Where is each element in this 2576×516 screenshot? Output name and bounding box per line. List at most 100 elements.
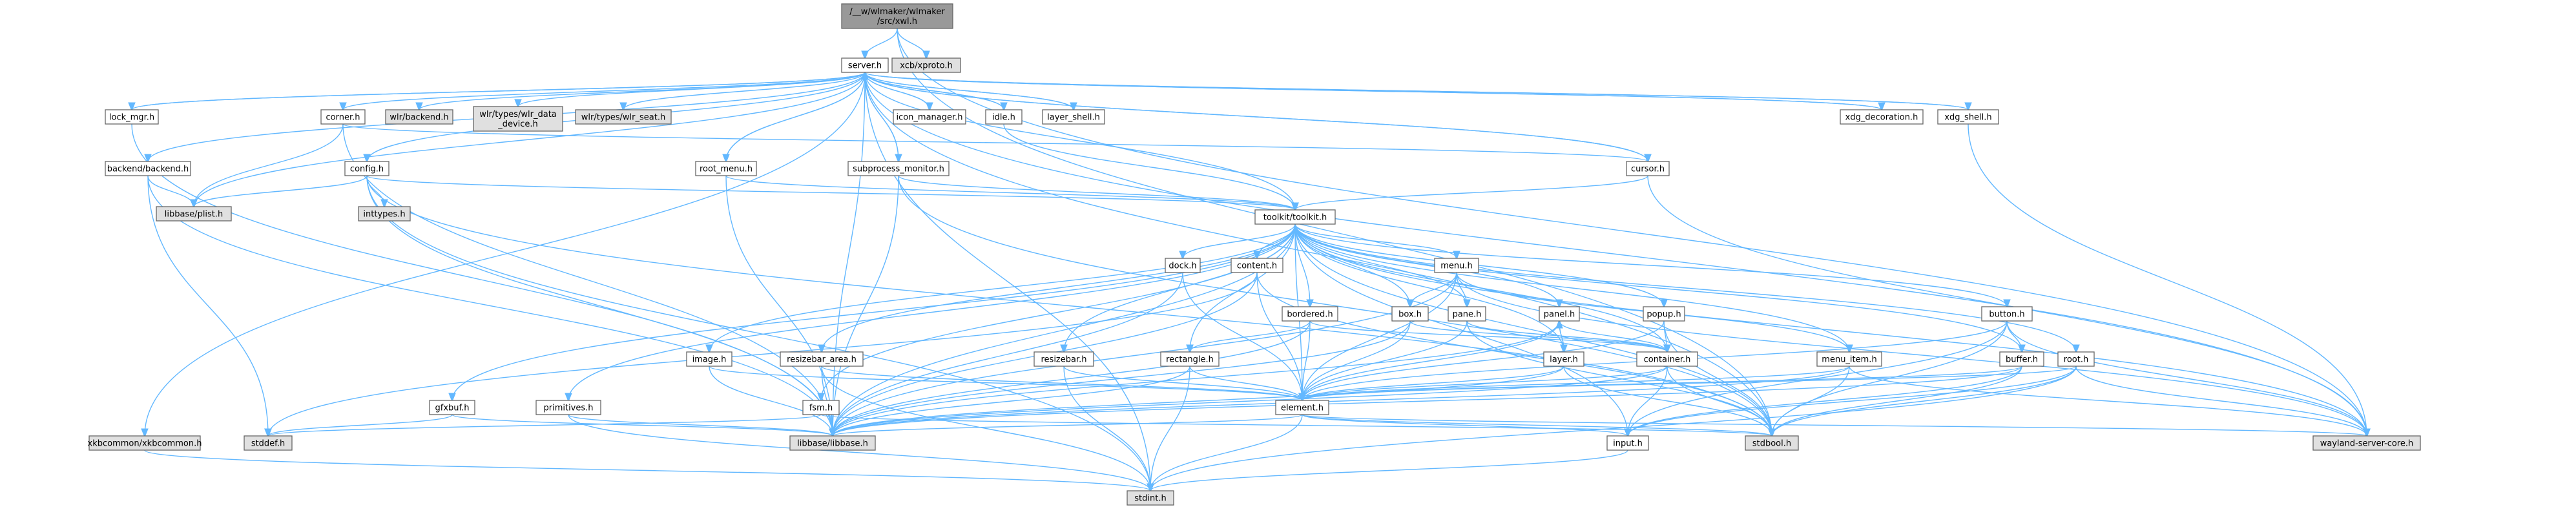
node-label: layer_shell.h — [1047, 113, 1100, 123]
edge-toolkit-to-buffer — [1294, 223, 2022, 352]
node-label: image.h — [692, 355, 727, 365]
node-layer[interactable]: layer.h — [1543, 351, 1584, 367]
node-menu[interactable]: menu.h — [1434, 258, 1479, 273]
node-buffer[interactable]: buffer.h — [1999, 351, 2044, 367]
node-plist[interactable]: libbase/plist.h — [156, 206, 232, 222]
node-pane[interactable]: pane.h — [1448, 306, 1486, 322]
edge-pane-to-container — [1466, 320, 1667, 352]
edge-xkb-to-stdint — [144, 449, 1150, 491]
node-label: wlr/types/wlr_seat.h — [581, 113, 665, 123]
node-image[interactable]: image.h — [686, 351, 732, 367]
node-label: xkbcommon/xkbcommon.h — [88, 439, 202, 449]
node-subproc[interactable]: subprocess_monitor.h — [847, 161, 950, 176]
node-dock[interactable]: dock.h — [1165, 258, 1201, 273]
edge-bordered-to-rectangle — [1190, 320, 1311, 352]
node-resizebar-area[interactable]: resizebar_area.h — [780, 351, 864, 367]
node-wlrbackend[interactable]: wlr/backend.h — [385, 109, 453, 125]
node-wlrdata[interactable]: wlr/types/wlr_data_device.h — [473, 106, 563, 132]
node-box — [1391, 306, 1429, 322]
node-box — [841, 57, 889, 73]
node-label: primitives.h — [543, 404, 593, 413]
edge-backend-to-libbase — [147, 175, 833, 436]
node-bordered[interactable]: bordered.h — [1282, 306, 1338, 322]
edge-bordered-to-element — [1302, 320, 1311, 400]
node-lock[interactable]: lock_mgr.h — [105, 109, 159, 125]
node-box — [802, 400, 840, 415]
node-gfxbuf[interactable]: gfxbuf.h — [429, 400, 475, 415]
edge-menu-to-element — [1302, 272, 1457, 400]
node-root[interactable]: root.h — [2057, 351, 2095, 367]
node-idle[interactable]: idle.h — [985, 109, 1023, 125]
node-container[interactable]: container.h — [1636, 351, 1698, 367]
edge-wlmaker-to-xcb — [897, 28, 926, 58]
edge-layer_shell-to-server — [865, 72, 1074, 110]
edge-xdg_dec-to-server — [865, 72, 1882, 110]
edge-root-to-stdint — [1150, 366, 2077, 491]
node-toolkit[interactable]: toolkit/toolkit.h — [1254, 209, 1336, 225]
edge-toolkit-to-dock — [1183, 223, 1296, 258]
node-corner[interactable]: corner.h — [320, 109, 366, 125]
node-xdg-dec[interactable]: xdg_decoration.h — [1840, 109, 1924, 125]
edge-server-to-toolkit — [864, 72, 1295, 210]
node-input[interactable]: input.h — [1606, 435, 1649, 451]
node-wayland[interactable]: wayland-server-core.h — [2312, 435, 2421, 451]
edge-rectangle-to-element — [1189, 366, 1302, 400]
node-primitives[interactable]: primitives.h — [535, 400, 601, 415]
node-box — [1543, 351, 1584, 367]
node-wlrseat[interactable]: wlr/types/wlr_seat.h — [575, 109, 672, 125]
node-stdint[interactable]: stdint.h — [1127, 490, 1174, 506]
node-box — [686, 351, 732, 367]
node-panel[interactable]: panel.h — [1539, 306, 1580, 322]
node-xdg-shell[interactable]: xdg_shell.h — [1937, 109, 1999, 125]
node-box — [344, 161, 390, 176]
node-element[interactable]: element.h — [1275, 400, 1329, 415]
node-box — [1539, 306, 1580, 322]
node-xcb[interactable]: xcb/xproto.h — [891, 57, 961, 73]
edge-input-to-stdint — [1150, 449, 1628, 491]
node-resizebar[interactable]: resizebar.h — [1034, 351, 1094, 367]
node-label: fsm.h — [809, 404, 833, 413]
edge-rectangle-to-stdint — [1150, 366, 1190, 491]
node-box — [535, 400, 601, 415]
edge-toolkit-to-libbase — [833, 223, 1296, 436]
node-cursor[interactable]: cursor.h — [1626, 161, 1670, 176]
edge-container-to-libbase — [833, 366, 1668, 436]
node-menu-item[interactable]: menu_item.h — [1816, 351, 1882, 367]
node-box — [1981, 306, 2033, 322]
edge-toolkit-to-content — [1257, 223, 1296, 258]
node-popup[interactable]: popup.h — [1643, 306, 1685, 322]
node-box — [1127, 490, 1174, 506]
node-label: xcb/xproto.h — [900, 61, 952, 71]
node-box[interactable]: box.h — [1391, 306, 1429, 322]
edge-buffer-to-element — [1302, 366, 2022, 400]
node-box — [1231, 258, 1283, 273]
node-root-menu[interactable]: root_menu.h — [695, 161, 757, 176]
node-box — [1745, 435, 1799, 451]
node-label: xdg_shell.h — [1944, 113, 1991, 123]
edge-root_menu-to-toolkit — [725, 175, 1295, 210]
edge-server-to-libbase — [833, 72, 866, 436]
node-inttypes[interactable]: inttypes.h — [358, 206, 411, 222]
node-server[interactable]: server.h — [841, 57, 889, 73]
node-stddef[interactable]: stddef.h — [244, 435, 293, 451]
node-label: root_menu.h — [700, 165, 753, 174]
node-label: root.h — [2064, 355, 2088, 365]
node-button[interactable]: button.h — [1981, 306, 2033, 322]
node-libbase[interactable]: libbase/libbase.h — [789, 435, 876, 451]
node-layer-shell[interactable]: layer_shell.h — [1042, 109, 1105, 125]
edge-layer-to-stdbool — [1563, 366, 1772, 436]
node-box — [1606, 435, 1649, 451]
node-config[interactable]: config.h — [344, 161, 390, 176]
node-stdbool[interactable]: stdbool.h — [1745, 435, 1799, 451]
node-box — [695, 161, 757, 176]
edge-element-to-stdint — [1150, 414, 1303, 491]
node-xkb[interactable]: xkbcommon/xkbcommon.h — [88, 435, 202, 451]
node-rectangle[interactable]: rectangle.h — [1160, 351, 1220, 367]
node-box — [2312, 435, 2421, 451]
node-backend[interactable]: backend/backend.h — [105, 161, 191, 176]
edge-fsm-to-stdbool — [820, 414, 1772, 436]
node-icon[interactable]: icon_manager.h — [893, 109, 966, 125]
node-content[interactable]: content.h — [1231, 258, 1283, 273]
node-fsm[interactable]: fsm.h — [802, 400, 840, 415]
